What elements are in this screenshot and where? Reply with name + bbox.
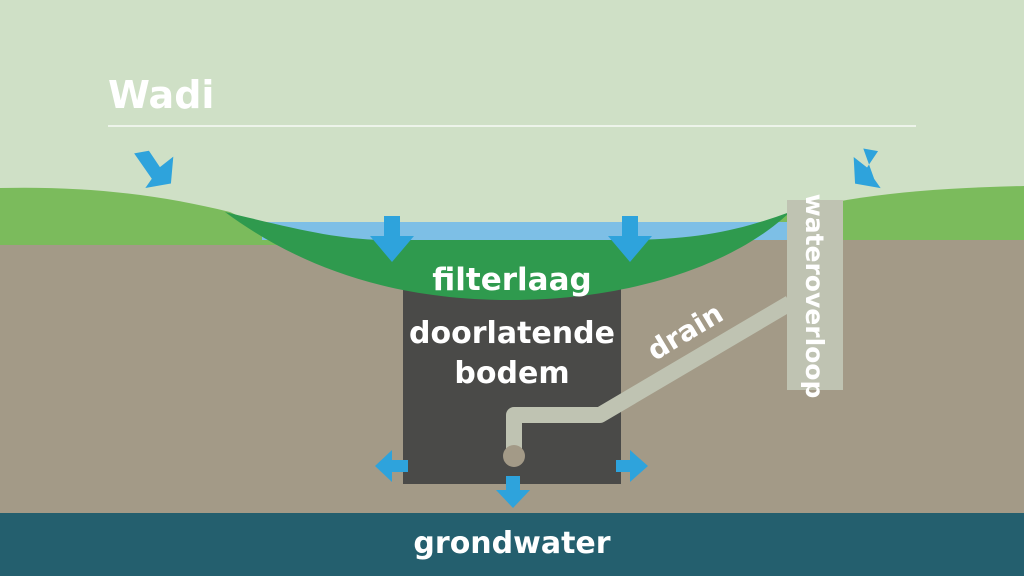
arrow-right-icon [616, 450, 648, 482]
drain-pipe [506, 296, 795, 452]
overflow-label: wateroverloop [800, 194, 829, 399]
overflow-pipe [787, 200, 843, 390]
groundwater-band [0, 513, 1024, 576]
arrow-down-left-icon [370, 216, 414, 262]
drain-outlet [503, 445, 525, 467]
grass-left [0, 187, 300, 245]
filter-layer-label: filterlaag [432, 262, 591, 298]
groundwater-label: grondwater [413, 526, 610, 561]
permeable-soil-label-2: bodem [454, 356, 569, 391]
permeable-soil-label-1: doorlatende [409, 316, 615, 351]
filter-layer [225, 212, 790, 300]
title: Wadi [108, 73, 214, 117]
arrows [134, 148, 881, 508]
arrow-inflow-left-icon [134, 150, 174, 188]
arrow-left-icon [375, 450, 408, 482]
arrow-down-right-icon [608, 216, 652, 262]
arrow-down-bottom-icon [496, 476, 530, 508]
arrow-inflow-right-icon [853, 148, 881, 189]
